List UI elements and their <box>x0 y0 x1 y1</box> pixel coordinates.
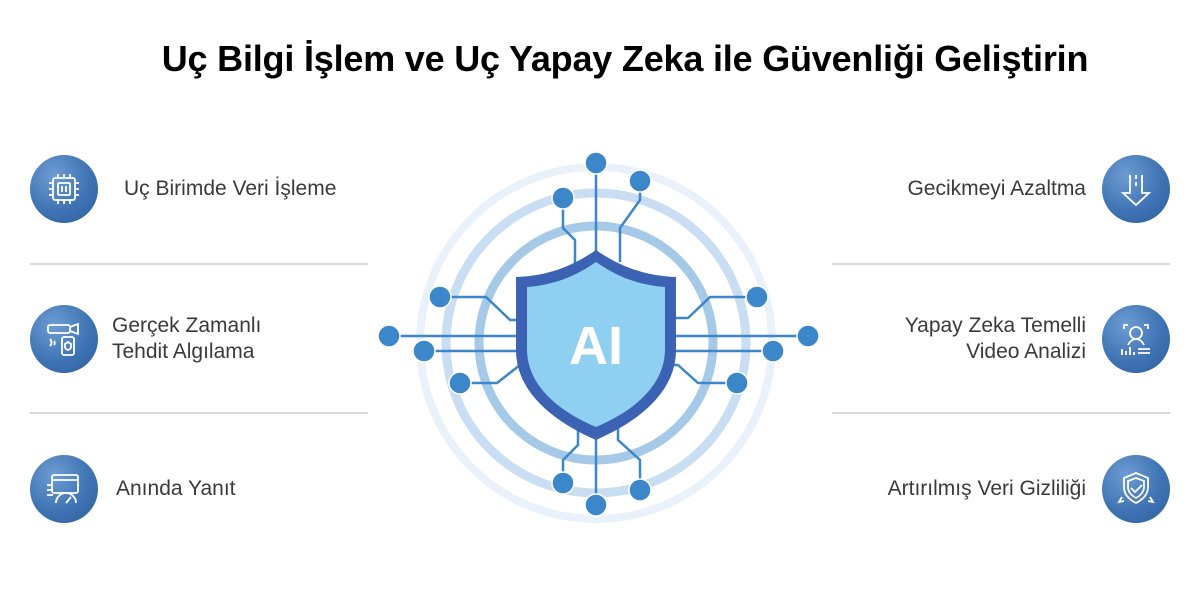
feature-label-line2: Video Analizi <box>966 340 1086 363</box>
feature-edge-processing: Uç Birimde Veri İşleme <box>30 154 336 224</box>
feature-label-line1: Gerçek Zamanlı <box>112 314 262 337</box>
shield-check-icon <box>1102 455 1170 523</box>
feature-label-line1: Yapay Zeka Temelli <box>904 314 1086 337</box>
feature-data-privacy: Artırılmış Veri Gizliliği <box>888 454 1170 524</box>
right-divider-2 <box>832 412 1170 414</box>
feature-label-line2: Tehdit Algılama <box>112 340 255 363</box>
feature-label: Artırılmış Veri Gizliliği <box>887 477 1086 500</box>
ai-shield-icon <box>516 250 676 440</box>
speedometer-icon <box>30 455 98 523</box>
left-divider-2 <box>30 412 368 414</box>
face-scan-icon <box>1102 305 1170 373</box>
shield-ai-text: AI <box>569 316 623 376</box>
circuit-nodes <box>377 151 820 517</box>
left-divider-1 <box>30 263 368 265</box>
chip-icon <box>30 155 98 223</box>
feature-reduce-latency: Gecikmeyi Azaltma <box>907 154 1170 224</box>
feature-label: Gerçek Zamanlı Tehdit Algılama <box>112 313 261 365</box>
feature-ai-video-analysis: Yapay Zeka Temelli Video Analizi <box>905 304 1170 374</box>
feature-label: Gecikmeyi Azaltma <box>907 177 1086 200</box>
camera-phone-icon <box>30 305 98 373</box>
down-arrow-icon <box>1102 155 1170 223</box>
right-divider-1 <box>832 263 1170 265</box>
feature-threat-detection: Gerçek Zamanlı Tehdit Algılama <box>30 304 261 374</box>
feature-label: Anında Yanıt <box>116 477 236 500</box>
feature-label: Uç Birimde Veri İşleme <box>124 177 337 200</box>
feature-label: Yapay Zeka Temelli Video Analizi <box>905 313 1086 365</box>
feature-instant-response: Anında Yanıt <box>30 454 236 524</box>
page-title: Uç Bilgi İşlem ve Uç Yapay Zeka ile Güve… <box>161 38 1089 79</box>
